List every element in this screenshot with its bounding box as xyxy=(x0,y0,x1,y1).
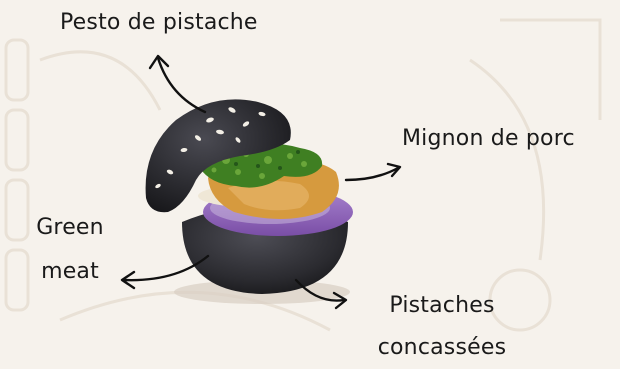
label-pesto-de-pistache: Pesto de pistache xyxy=(60,10,258,36)
label-mignon-de-porc: Mignon de porc xyxy=(402,126,575,152)
label-green-line2: meat xyxy=(20,250,120,294)
label-green-meat: Green meat xyxy=(20,206,120,294)
curved-arrow-icon-right xyxy=(346,164,400,180)
curved-arrow-icon-top xyxy=(150,56,205,112)
label-pistaches-line1: Pistaches xyxy=(352,285,532,327)
label-pistaches-line2: concassées xyxy=(352,327,532,369)
label-green-line1: Green xyxy=(20,206,120,250)
label-pistaches-concassees: Pistaches concassées xyxy=(352,285,532,369)
